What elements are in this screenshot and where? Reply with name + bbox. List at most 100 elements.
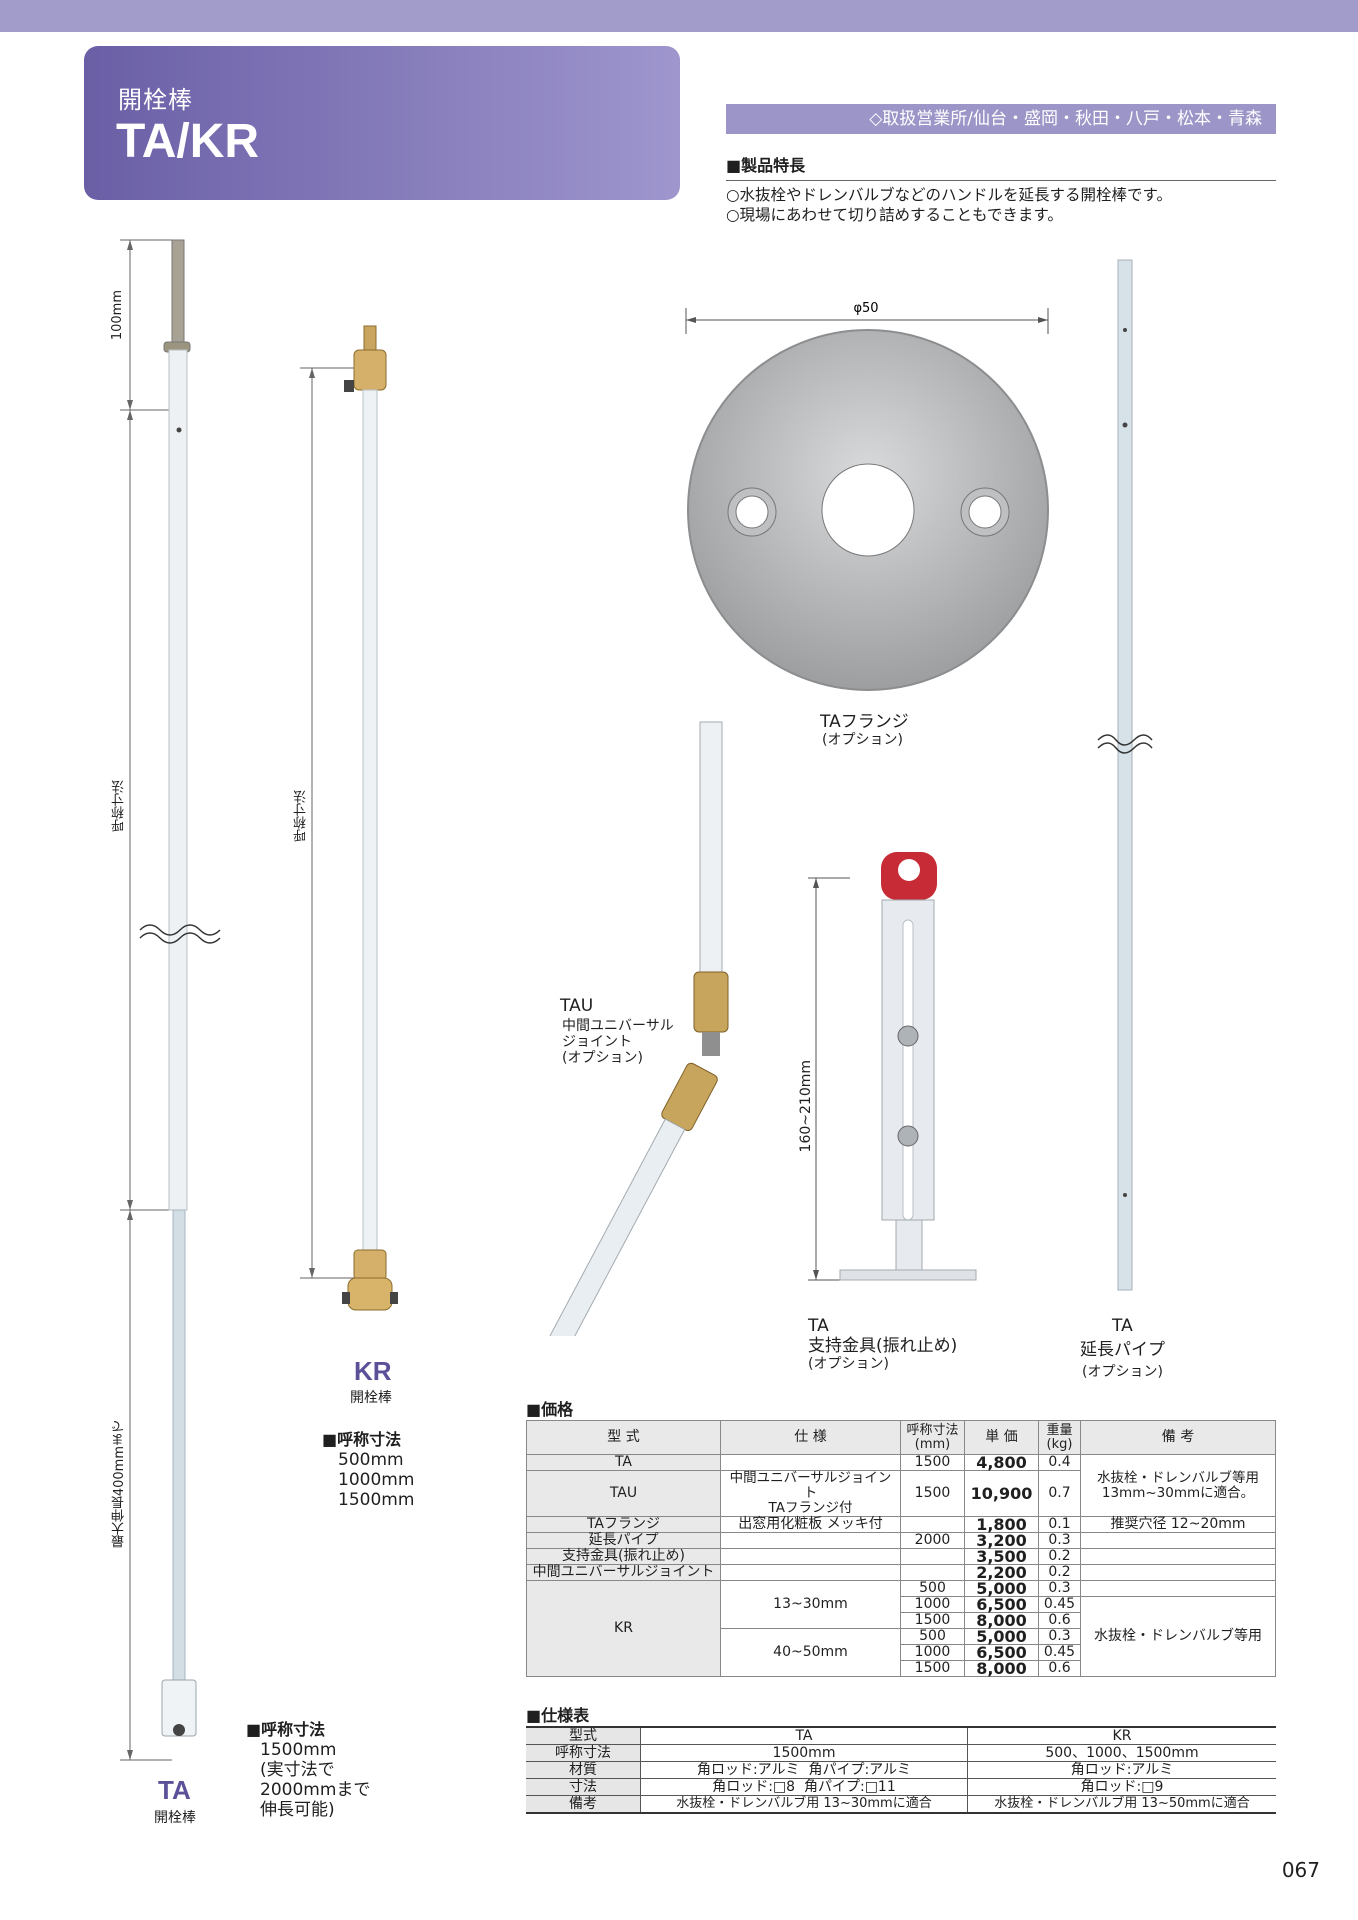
spec-kr: 角ロッド:□9 xyxy=(967,1778,1276,1796)
kr-rod-illustration xyxy=(300,325,398,1311)
cell-spec xyxy=(720,1454,901,1471)
cell-price: 5,000 xyxy=(964,1580,1039,1597)
spec-ta: 角ロッド:□8 角パイプ:□11 xyxy=(640,1778,968,1796)
cell-model: TA xyxy=(526,1454,721,1471)
cell-price: 2,200 xyxy=(964,1564,1039,1581)
kr-nominal-line: 500mm xyxy=(338,1450,404,1470)
cell-spec xyxy=(720,1548,901,1565)
flange-name: TAフランジ xyxy=(820,712,909,732)
cell-note: 水抜栓・ドレンバルブ等用 13mm~30mmに適合。 xyxy=(1080,1454,1276,1517)
spec-key: 備考 xyxy=(526,1795,641,1814)
table-row: 延長パイプ 2000 3,200 0.3 xyxy=(526,1532,1276,1549)
col-header: 単 価 xyxy=(964,1420,1039,1455)
ta-nominal: ■呼称寸法 1500mm (実寸法で 2000mmまで 伸長可能) xyxy=(246,1716,370,1820)
cell-spec-line: 中間ユニバーサルジョイント xyxy=(729,1470,892,1501)
cell-weight: 0.2 xyxy=(1038,1564,1081,1581)
kr-nominal-title: ■呼称寸法 xyxy=(322,1430,402,1449)
cell-spec xyxy=(720,1564,901,1581)
model-title: TA/KR xyxy=(116,115,260,168)
spec-ta: TA xyxy=(640,1726,968,1745)
kr-name: KR xyxy=(354,1356,392,1386)
spec-ta: 水抜栓・ドレンバルブ用 13~30mmに適合 xyxy=(640,1795,968,1814)
cell-weight: 0.45 xyxy=(1038,1644,1081,1661)
ta-nominal-line: (実寸法で xyxy=(260,1760,335,1780)
cell-price: 10,900 xyxy=(964,1470,1039,1517)
cell-price: 8,000 xyxy=(964,1612,1039,1629)
dim-nominal-ta: 呼称寸法 xyxy=(112,780,127,832)
cell-spec xyxy=(720,1532,901,1549)
cell-weight: 0.45 xyxy=(1038,1596,1081,1613)
pipe-name: TA xyxy=(1112,1316,1133,1336)
cell-weight: 0.4 xyxy=(1038,1454,1081,1471)
cell-size: 1000 xyxy=(900,1596,965,1613)
table-row: TA 1500 4,800 0.4 水抜栓・ドレンバルブ等用 13mm~30mm… xyxy=(526,1454,1276,1517)
bracket-option: (オプション) xyxy=(808,1356,889,1372)
dim-max-extension: 最大伸長400mmまで xyxy=(112,1420,127,1549)
table-row: 材質角ロッド:アルミ 角パイプ:アルミ角ロッド:アルミ xyxy=(526,1761,1276,1779)
page-number: 067 xyxy=(1281,1858,1320,1882)
title-box: 開栓棒 TA/KR xyxy=(84,46,680,200)
table-row: TAフランジ 出窓用化粧板 メッキ付 1,800 0.1 推奨穴径 12~20m… xyxy=(526,1516,1276,1533)
col-header: 仕 様 xyxy=(720,1420,901,1455)
cell-weight: 0.3 xyxy=(1038,1628,1081,1645)
feature-line: ○水抜栓やドレンバルブなどのハンドルを延長する開栓棒です。 xyxy=(726,186,1172,204)
cell-note: 水抜栓・ドレンバルブ等用 xyxy=(1080,1596,1276,1677)
cell-size: 500 xyxy=(900,1628,965,1645)
cell-weight: 0.6 xyxy=(1038,1612,1081,1629)
cell-note xyxy=(1080,1580,1276,1597)
kr-nominal-line: 1500mm xyxy=(338,1490,415,1510)
spec-key: 寸法 xyxy=(526,1778,641,1796)
tau-desc: ジョイント xyxy=(562,1034,632,1050)
cell-spec: 13~30mm xyxy=(720,1580,901,1629)
tau-desc: 中間ユニバーサル xyxy=(562,1018,674,1034)
cell-spec: 出窓用化粧板 メッキ付 xyxy=(720,1516,901,1533)
ta-nominal-line: 2000mmまで xyxy=(260,1780,371,1800)
cell-size: 1000 xyxy=(900,1644,965,1661)
cell-weight: 0.6 xyxy=(1038,1660,1081,1677)
cell-weight: 0.3 xyxy=(1038,1532,1081,1549)
tau-illustration xyxy=(537,721,729,1336)
table-row: 40~50mm 500 5,000 0.3 xyxy=(527,1628,1276,1677)
bracket-name: TA xyxy=(808,1316,829,1336)
cell-note xyxy=(1080,1564,1276,1581)
cell-note: 推奨穴径 12~20mm xyxy=(1080,1516,1276,1533)
divider xyxy=(726,180,1276,181)
pipe-illustration xyxy=(1097,259,1153,1291)
feature-line: ○現場にあわせて切り詰めすることもできます。 xyxy=(726,206,1063,224)
tau-option: (オプション) xyxy=(562,1050,643,1066)
cell-model: 中間ユニバーサルジョイント xyxy=(526,1564,721,1581)
cell-price: 4,800 xyxy=(964,1454,1039,1471)
spec-kr: 水抜栓・ドレンバルブ用 13~50mmに適合 xyxy=(967,1795,1276,1814)
col-header: 呼称寸法 (mm) xyxy=(900,1420,965,1455)
table-row: 1000 6,500 0.45 xyxy=(527,1644,1276,1661)
cell-model: TAフランジ xyxy=(526,1516,721,1533)
cell-size: 500 xyxy=(900,1580,965,1597)
flange-option: (オプション) xyxy=(822,732,903,748)
cell-size xyxy=(900,1548,965,1565)
spec-title: ■仕様表 xyxy=(526,1706,590,1725)
cell-size: 2000 xyxy=(900,1532,965,1549)
price-table: 型 式 仕 様 呼称寸法 (mm) 単 価 重量 (kg) 備 考 TA 150… xyxy=(526,1420,1276,1677)
tau-name: TAU xyxy=(560,996,594,1016)
table-row: 中間ユニバーサルジョイント 2,200 0.2 xyxy=(526,1564,1276,1581)
table-row: KR 13~30mm 500 5,000 0.3 xyxy=(526,1580,1276,1677)
cell-price: 3,500 xyxy=(964,1548,1039,1565)
cell-size xyxy=(900,1564,965,1581)
ta-subname: 開栓棒 xyxy=(154,1810,196,1826)
cell-price: 6,500 xyxy=(964,1596,1039,1613)
cell-weight: 0.1 xyxy=(1038,1516,1081,1533)
pipe-desc: 延長パイプ xyxy=(1080,1340,1165,1360)
col-header: 型 式 xyxy=(526,1420,721,1455)
table-row: 1500 8,000 0.6 xyxy=(527,1612,1276,1629)
spec-key: 呼称寸法 xyxy=(526,1744,641,1762)
table-row: 1000 6,500 0.45 水抜栓・ドレンバルブ等用 xyxy=(527,1596,1276,1677)
cell-model: 支持金具(振れ止め) xyxy=(526,1548,721,1565)
cell-spec: 40~50mm xyxy=(720,1628,901,1677)
features-section: ■製品特長 ○水抜栓やドレンバルブなどのハンドルを延長する開栓棒です。 ○現場に… xyxy=(726,152,1276,225)
cell-model: KR xyxy=(526,1580,721,1677)
cell-weight: 0.2 xyxy=(1038,1548,1081,1565)
cell-spec-line: TAフランジ付 xyxy=(768,1500,853,1516)
